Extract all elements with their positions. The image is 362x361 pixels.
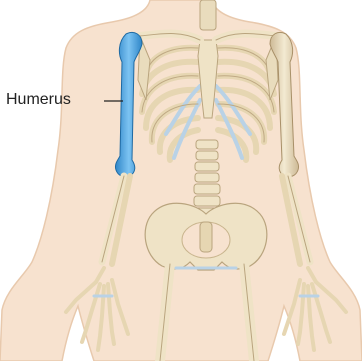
pelvis [145,203,267,270]
cervical-spine [200,0,216,30]
humerus-label: Humerus [6,91,71,109]
vertebrae [194,140,220,218]
sacrum [200,222,212,252]
